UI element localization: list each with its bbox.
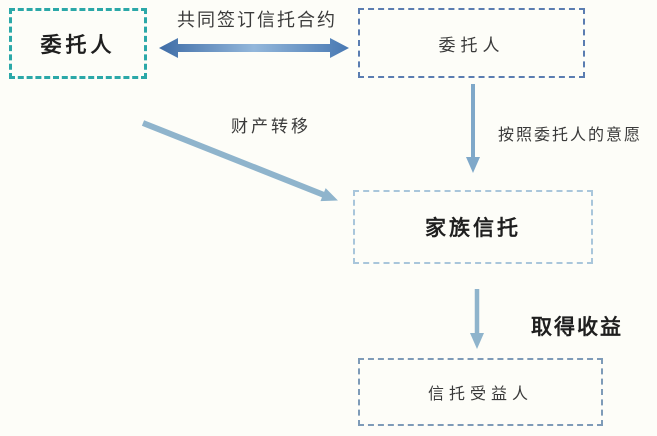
node-beneficiary-label: 信托受益人 (427, 386, 533, 403)
node-family-trust-label: 家族信托 (425, 217, 521, 240)
edge-label-sign-contract: 共同签订信托合约 (177, 10, 337, 30)
node-beneficiary: 信托受益人 (358, 358, 603, 426)
node-settlor-right-label: 委托人 (438, 35, 505, 55)
node-settlor-left: 委托人 (9, 8, 147, 79)
node-family-trust: 家族信托 (353, 190, 593, 264)
edge-label-property-transfer: 财产转移 (231, 117, 311, 136)
edge-label-settlor-wish: 按照委托人的意愿 (498, 127, 643, 144)
node-settlor-right: 委托人 (358, 8, 585, 78)
node-settlor-left-label: 委托人 (40, 33, 116, 57)
edge-label-receive-income: 取得收益 (531, 316, 623, 339)
double-arrow-sign-contract (159, 38, 349, 58)
